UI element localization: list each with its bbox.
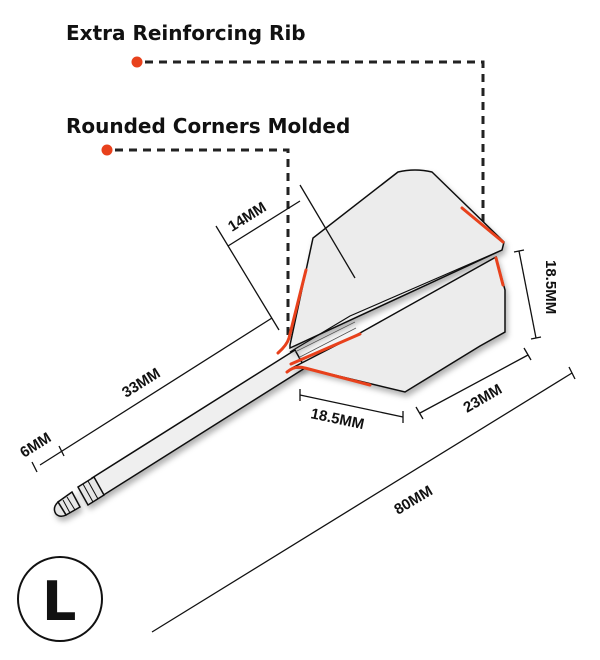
callout-corners-leader xyxy=(115,148,290,338)
size-badge xyxy=(17,556,103,642)
flight-upper-wing xyxy=(289,169,505,350)
dart-shaft xyxy=(53,348,307,518)
dim-shaft-length: 33MM xyxy=(119,365,163,402)
callout-rib-dot xyxy=(131,56,143,68)
reinforcing-rib xyxy=(289,249,503,353)
callout-corners-label: Rounded Corners Molded xyxy=(66,114,350,138)
dim-wing-length: 23MM xyxy=(461,381,506,417)
size-badge-letter: L xyxy=(42,570,76,633)
dim-total-length: 80MM xyxy=(391,482,435,518)
dim-flight-height: 14MM xyxy=(225,199,269,236)
callout-corners-dot xyxy=(101,144,113,156)
dim-wing-width-right: 18.5MM xyxy=(542,260,559,314)
dimension-lines xyxy=(31,184,576,633)
dim-wing-width-bottom: 18.5MM xyxy=(309,405,366,433)
flight xyxy=(289,169,506,393)
dim-thread-length: 6MM xyxy=(17,429,54,461)
accent-edges xyxy=(276,206,505,387)
callout-rib-leader xyxy=(145,60,485,228)
callout-rib-label: Extra Reinforcing Rib xyxy=(66,21,306,45)
